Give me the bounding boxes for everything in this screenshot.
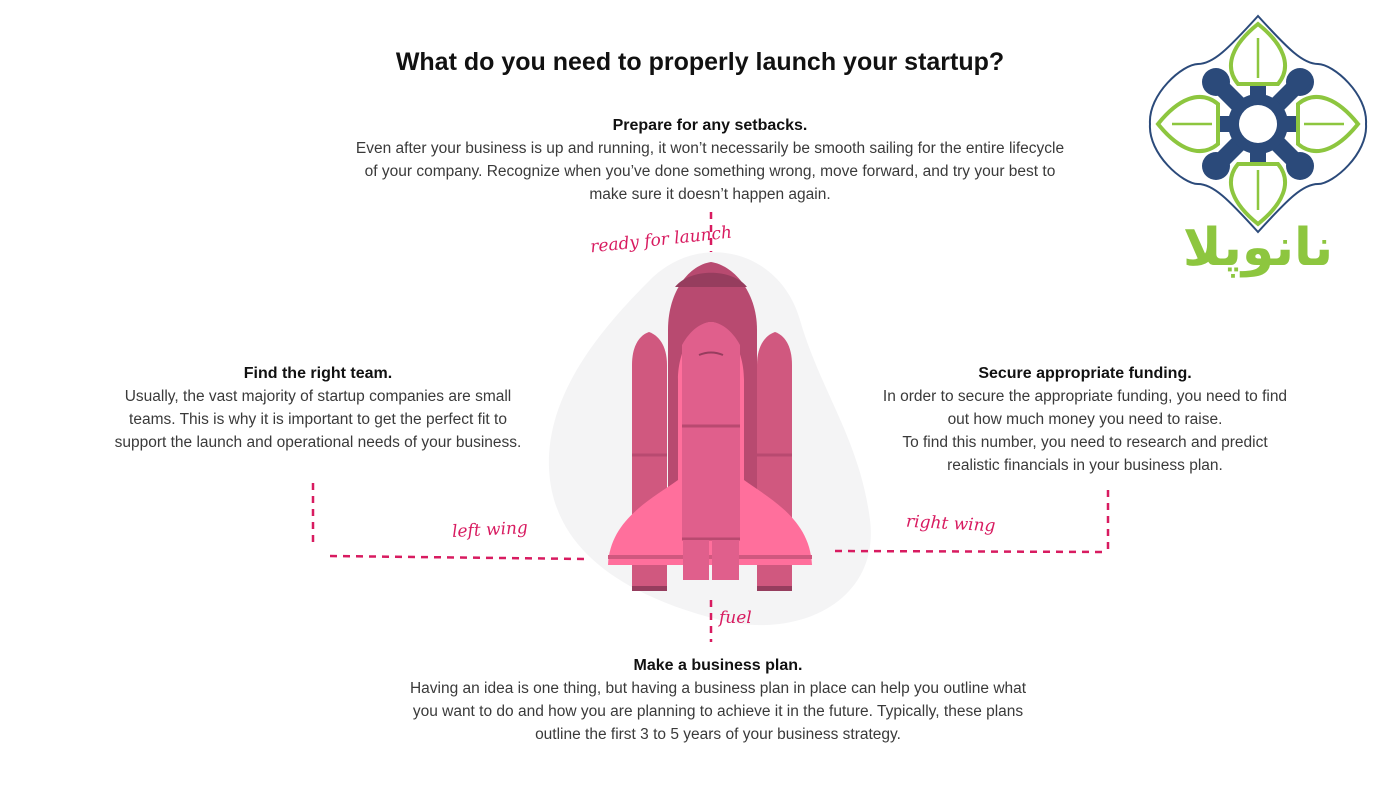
- label-left-wing: left wing: [451, 518, 529, 542]
- page-title: What do you need to properly launch your…: [395, 48, 1005, 76]
- section-team: Find the right team. Usually, the vast m…: [108, 362, 528, 454]
- rocket-illustration: [608, 262, 812, 591]
- section-heading: Make a business plan.: [633, 657, 803, 674]
- nanopla-logo-text: نانوپلا: [1182, 219, 1334, 277]
- section-body: Having an idea is one thing, but having …: [409, 680, 1027, 743]
- connector-lines: [311, 212, 1110, 642]
- section-heading: Find the right team.: [243, 365, 393, 382]
- section-business-plan: Make a business plan. Having an idea is …: [400, 654, 1036, 746]
- section-body: Usually, the vast majority of startup co…: [114, 388, 522, 451]
- section-heading: Secure appropriate funding.: [978, 365, 1192, 382]
- section-body: In order to secure the appropriate fundi…: [882, 388, 1288, 428]
- section-heading: Prepare for any setbacks.: [612, 117, 808, 134]
- section-body: Even after your business is up and runni…: [355, 140, 1065, 203]
- section-setbacks: Prepare for any setbacks. Even after you…: [350, 114, 1070, 206]
- section-funding: Secure appropriate funding. In order to …: [880, 362, 1290, 477]
- section-body: To find this number, you need to researc…: [902, 434, 1268, 474]
- nanopla-logo-emblem: [1148, 14, 1368, 234]
- label-fuel: fuel: [719, 608, 752, 628]
